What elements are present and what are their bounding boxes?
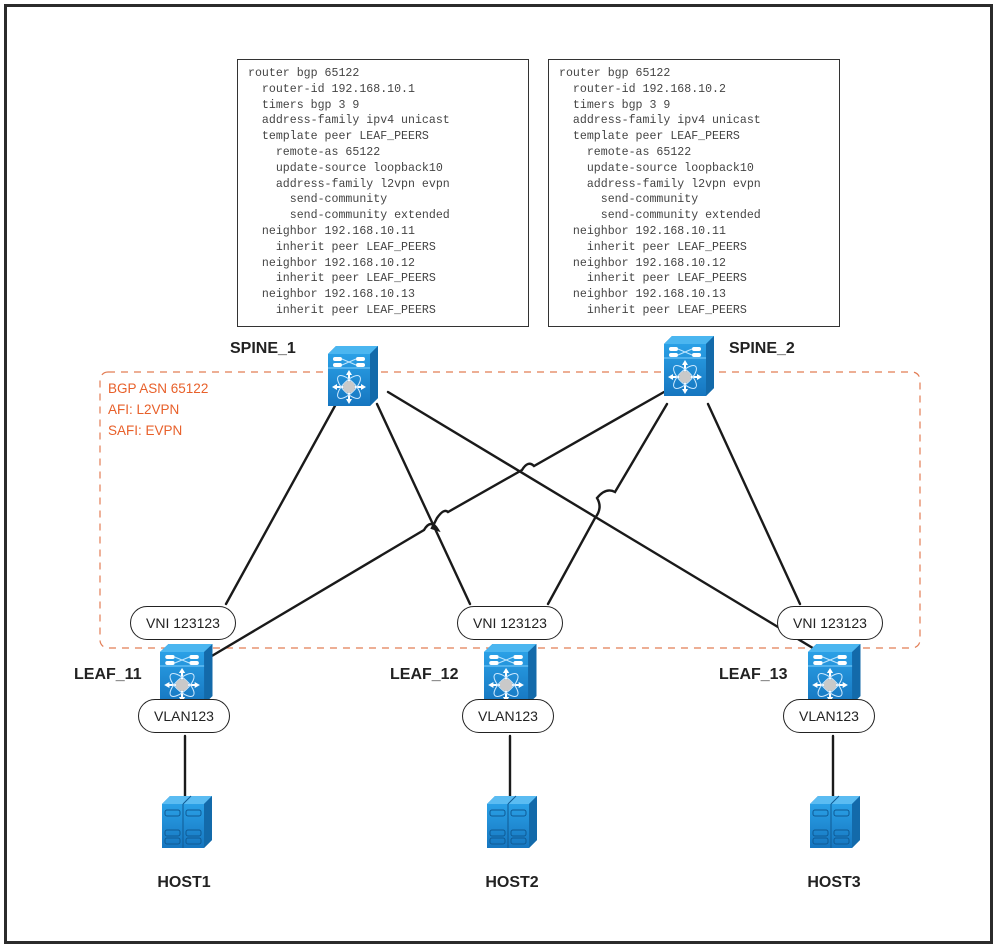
leaf13-vlan-badge: VLAN123 bbox=[783, 699, 875, 733]
config-line: address-family ipv4 unicast bbox=[559, 114, 761, 128]
spine2-config-text: router bgp 65122 router-id 192.168.10.2 … bbox=[559, 66, 839, 319]
spine2-config-box: router bgp 65122 router-id 192.168.10.2 … bbox=[548, 59, 840, 327]
leaf13-label: LEAF_13 bbox=[719, 666, 788, 683]
config-line: inherit peer LEAF_PEERS bbox=[248, 272, 436, 286]
config-line: router bgp 65122 bbox=[559, 67, 671, 80]
leaf11-vlan-badge: VLAN123 bbox=[138, 699, 230, 733]
config-line: router bgp 65122 bbox=[248, 67, 360, 80]
config-line: router-id 192.168.10.2 bbox=[559, 82, 726, 96]
link-spine2-leaf12 bbox=[546, 402, 669, 606]
leaf13-vni-badge: VNI 123123 bbox=[777, 606, 883, 640]
link-spine2-leaf11 bbox=[203, 390, 666, 662]
config-line: send-community extended bbox=[559, 209, 761, 223]
host1-server-icon[interactable] bbox=[161, 795, 213, 849]
leaf11-vni-badge: VNI 123123 bbox=[130, 606, 236, 640]
spine1-config-text: router bgp 65122 router-id 192.168.10.1 … bbox=[248, 66, 528, 319]
config-line: template peer LEAF_PEERS bbox=[559, 130, 740, 144]
config-line: template peer LEAF_PEERS bbox=[248, 130, 429, 144]
config-line: send-community bbox=[559, 193, 699, 207]
config-line: address-family l2vpn evpn bbox=[559, 177, 761, 191]
config-line: neighbor 192.168.10.13 bbox=[559, 288, 726, 302]
config-line: timers bgp 3 9 bbox=[248, 98, 360, 112]
config-line: inherit peer LEAF_PEERS bbox=[248, 240, 436, 254]
config-line: inherit peer LEAF_PEERS bbox=[559, 303, 747, 317]
host3-server-icon[interactable] bbox=[809, 795, 861, 849]
leaf11-label: LEAF_11 bbox=[74, 666, 142, 683]
config-line: update-source loopback10 bbox=[248, 161, 443, 175]
spine2-label: SPINE_2 bbox=[729, 340, 795, 357]
config-line: router-id 192.168.10.1 bbox=[248, 82, 415, 96]
host3-label: HOST3 bbox=[807, 874, 861, 891]
config-line: address-family l2vpn evpn bbox=[248, 177, 450, 191]
leaf12-vlan-badge: VLAN123 bbox=[462, 699, 554, 733]
leaf12-label: LEAF_12 bbox=[390, 666, 459, 683]
spine1-config-box: router bgp 65122 router-id 192.168.10.1 … bbox=[237, 59, 529, 327]
leaf12-vni-badge: VNI 123123 bbox=[457, 606, 563, 640]
config-line: neighbor 192.168.10.12 bbox=[559, 256, 726, 270]
config-line: send-community extended bbox=[248, 209, 450, 223]
config-line: remote-as 65122 bbox=[559, 145, 692, 159]
host2-label: HOST2 bbox=[485, 874, 539, 891]
leaf11-switch-icon[interactable] bbox=[158, 642, 214, 706]
host1-label: HOST1 bbox=[157, 874, 211, 891]
leaf12-switch-icon[interactable] bbox=[482, 642, 538, 706]
config-line: inherit peer LEAF_PEERS bbox=[559, 272, 747, 286]
spine1-label: SPINE_1 bbox=[230, 340, 296, 357]
config-line: remote-as 65122 bbox=[248, 145, 381, 159]
config-line: update-source loopback10 bbox=[559, 161, 754, 175]
link-spine2-leaf13 bbox=[706, 402, 802, 606]
link-spine1-leaf11 bbox=[224, 402, 338, 606]
config-line: inherit peer LEAF_PEERS bbox=[559, 240, 747, 254]
leaf13-switch-icon[interactable] bbox=[806, 642, 862, 706]
config-line: neighbor 192.168.10.11 bbox=[248, 224, 415, 238]
link-spine1-leaf13 bbox=[386, 390, 838, 664]
config-line: inherit peer LEAF_PEERS bbox=[248, 303, 436, 317]
config-line: neighbor 192.168.10.13 bbox=[248, 288, 415, 302]
safi-label: SAFI: EVPN bbox=[108, 423, 183, 438]
config-line: send-community bbox=[248, 193, 388, 207]
spine2-switch-icon[interactable] bbox=[663, 335, 715, 397]
afi-label: AFI: L2VPN bbox=[108, 402, 180, 417]
config-line: neighbor 192.168.10.11 bbox=[559, 224, 726, 238]
bgp-asn-label: BGP ASN 65122 bbox=[108, 381, 209, 396]
config-line: address-family ipv4 unicast bbox=[248, 114, 450, 128]
spine1-switch-icon[interactable] bbox=[327, 345, 379, 407]
config-line: neighbor 192.168.10.12 bbox=[248, 256, 415, 270]
link-spine1-leaf12 bbox=[375, 402, 472, 606]
host2-server-icon[interactable] bbox=[486, 795, 538, 849]
config-line: timers bgp 3 9 bbox=[559, 98, 671, 112]
